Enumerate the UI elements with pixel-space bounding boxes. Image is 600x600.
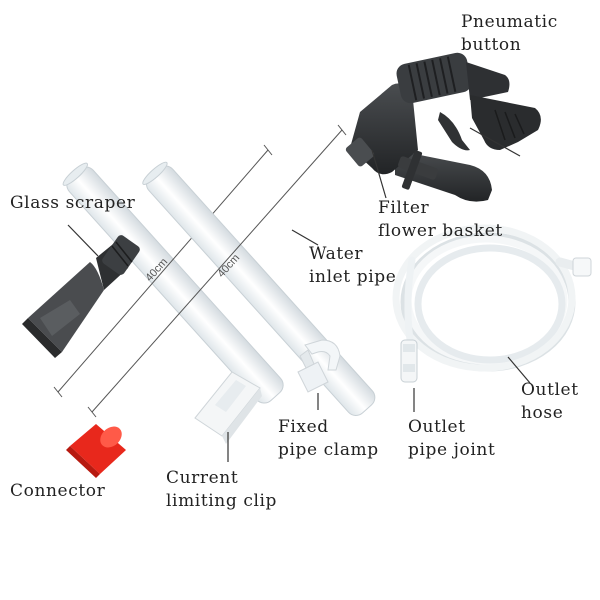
- label-glass-scraper: Glass scraper: [10, 192, 135, 215]
- label-outlet-pipe-joint-line-1: Outlet: [408, 417, 466, 437]
- label-connector-line-1: Connector: [10, 481, 106, 501]
- outlet-hose-end: [572, 257, 592, 277]
- label-water-inlet-pipe: Water inlet pipe: [309, 243, 396, 289]
- outlet-hose: [392, 224, 587, 372]
- filter-flower-basket-leader: [371, 149, 387, 199]
- label-outlet-hose: Outlet hose: [521, 379, 579, 425]
- label-water-inlet-pipe-line-1: Water: [309, 244, 364, 264]
- pipe-right-dimension-line: [87, 124, 347, 418]
- label-outlet-hose-line-2: hose: [521, 403, 564, 423]
- pipe-left-dimension-line: [53, 144, 273, 398]
- label-pneumatic-button: Pneumatic button: [461, 11, 558, 57]
- glass-scraper-leader: [67, 224, 99, 257]
- label-current-limiting-clip-line-1: Current: [166, 468, 239, 488]
- label-current-limiting-clip-line-2: limiting clip: [166, 491, 278, 511]
- glass-scraper: [22, 235, 140, 358]
- current-limiting-clip: [194, 371, 262, 444]
- water-inlet-pipe-leader: [291, 229, 319, 246]
- label-glass-scraper-line-1: Glass scraper: [10, 193, 136, 213]
- label-outlet-pipe-joint-line-2: pipe joint: [408, 440, 496, 460]
- label-water-inlet-pipe-line-2: inlet pipe: [309, 267, 397, 287]
- pipe-left: [62, 162, 284, 404]
- label-pneumatic-button-line-2: button: [461, 35, 522, 55]
- label-outlet-pipe-joint: Outlet pipe joint: [408, 416, 495, 462]
- outlet-hose-leader: [507, 356, 531, 384]
- label-fixed-pipe-clamp: Fixed pipe clamp: [278, 416, 379, 462]
- outlet-pipe-joint: [400, 339, 418, 383]
- fixed-pipe-clamp: [297, 339, 341, 393]
- pneumatic-button-leader: [469, 127, 521, 157]
- label-filter-flower-basket: Filter flower basket: [378, 197, 503, 243]
- label-current-limiting-clip: Current limiting clip: [166, 467, 277, 513]
- label-pneumatic-button-line-1: Pneumatic: [461, 12, 558, 32]
- pneumatic-gun: [345, 52, 541, 202]
- label-outlet-hose-line-1: Outlet: [521, 380, 579, 400]
- label-fixed-pipe-clamp-line-2: pipe clamp: [278, 440, 379, 460]
- connector: [66, 424, 126, 478]
- label-connector: Connector: [10, 480, 105, 503]
- label-filter-flower-basket-line-2: flower basket: [378, 221, 503, 241]
- pipe-right: [142, 161, 376, 416]
- label-fixed-pipe-clamp-line-1: Fixed: [278, 417, 329, 437]
- filter-flower-basket: [397, 150, 439, 190]
- label-filter-flower-basket-line-1: Filter: [378, 198, 430, 218]
